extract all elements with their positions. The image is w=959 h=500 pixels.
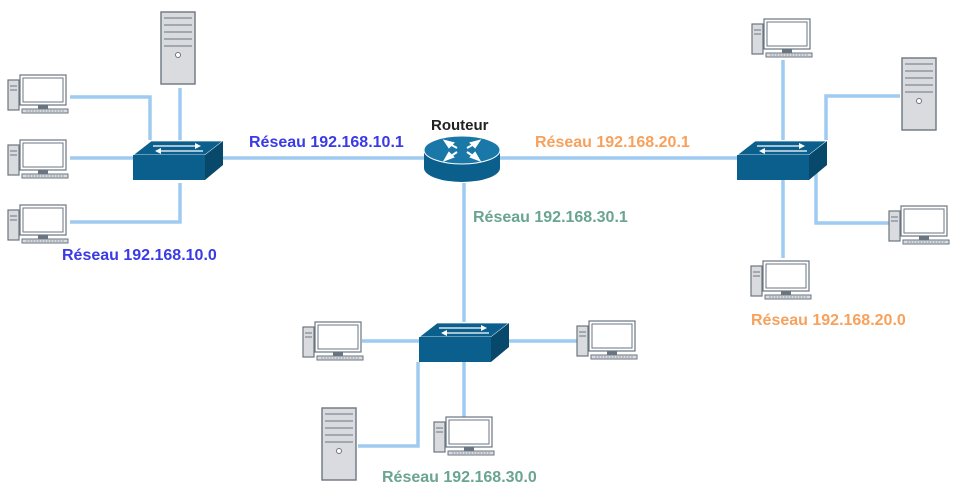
tower-server-icon: [160, 11, 196, 85]
link-sw30-server: [358, 362, 420, 448]
link-sw10-pc1: [70, 95, 152, 140]
link-sw10-pc3: [70, 183, 182, 224]
tower-server-icon: [901, 57, 937, 131]
network-30-network-label: Réseau 192.168.30.0: [382, 469, 537, 486]
network-20-gateway-label: Réseau 192.168.20.1: [535, 134, 690, 151]
switch-icon: [736, 140, 828, 181]
desktop-pc-icon: [7, 74, 69, 114]
desktop-pc-icon: [302, 321, 364, 361]
router-label: Routeur: [431, 117, 489, 134]
router-icon: [423, 135, 501, 182]
desktop-pc-icon: [7, 139, 69, 179]
network-10-gateway-label: Réseau 192.168.10.1: [249, 134, 404, 151]
links: [70, 60, 900, 448]
link-sw20-server: [824, 94, 900, 140]
network-20-network-label: Réseau 192.168.20.0: [751, 312, 906, 329]
desktop-pc-icon: [7, 204, 69, 244]
switch-icon: [418, 322, 510, 363]
network-10-network-label: Réseau 192.168.10.0: [62, 247, 217, 264]
switch-icon: [132, 140, 224, 181]
tower-server-icon: [321, 407, 357, 481]
desktop-pc-icon: [750, 260, 812, 300]
desktop-pc-icon: [888, 205, 950, 245]
desktop-pc-icon: [751, 18, 813, 58]
desktop-pc-icon: [433, 416, 495, 456]
network-30-gateway-label: Réseau 192.168.30.1: [473, 209, 628, 226]
link-sw20-pc-right: [814, 172, 890, 225]
desktop-pc-icon: [576, 320, 638, 360]
